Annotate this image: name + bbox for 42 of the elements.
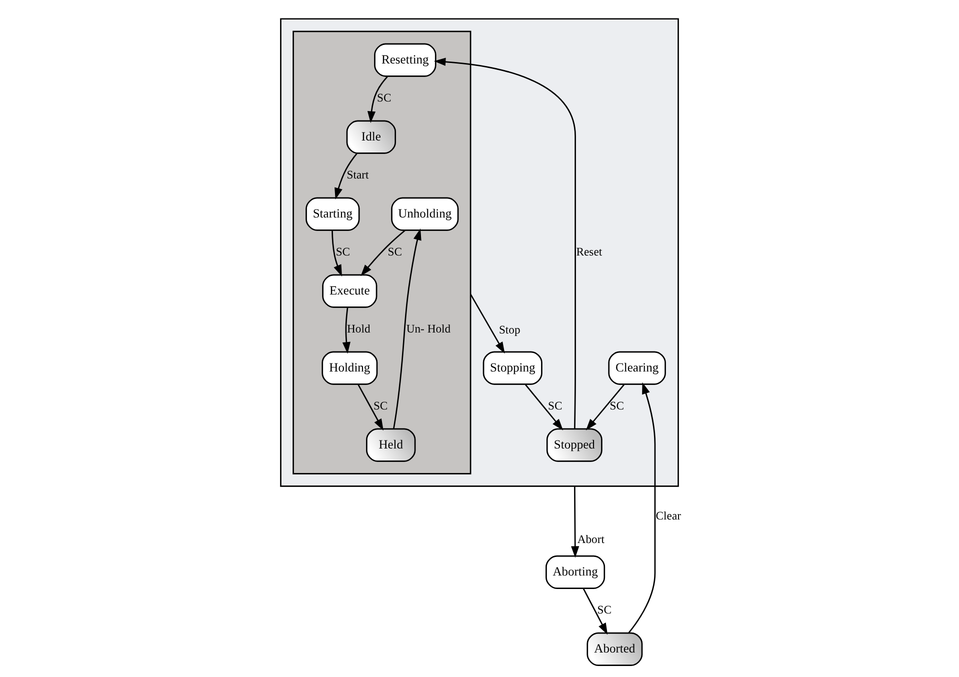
node-box: Holding <box>322 351 378 385</box>
arrow <box>360 230 406 276</box>
cluster <box>292 30 472 474</box>
edge-label: Abort <box>577 532 604 546</box>
edge-label: SC <box>548 400 562 413</box>
node-box: Aborting <box>546 555 606 589</box>
arrow <box>332 230 342 276</box>
edge-label: Clear <box>656 510 681 523</box>
edge-label: Un- Hold <box>406 322 451 336</box>
arrow <box>628 382 656 634</box>
edge-label: SC <box>597 604 612 617</box>
edge-label: Stop <box>498 323 520 336</box>
arrow <box>524 384 564 430</box>
edge-label: Reset <box>576 246 602 259</box>
edge-label: Hold <box>347 322 370 336</box>
node-box: Starting <box>306 197 360 231</box>
arrow <box>358 384 384 431</box>
arrow <box>434 58 576 429</box>
edge-label: SC <box>373 400 388 413</box>
edge-label: SC <box>388 246 402 259</box>
arrow <box>334 152 358 200</box>
node-box: Execute <box>322 274 378 308</box>
arrow <box>470 294 505 354</box>
cluster <box>280 18 679 487</box>
edge-label: SC <box>610 400 624 413</box>
node-box: Stopped <box>546 428 602 462</box>
node-box: Idle <box>346 120 396 154</box>
node-box: Aborted <box>586 632 643 666</box>
arrow <box>367 76 388 123</box>
node-box: Unholding <box>391 197 459 231</box>
node-box: Clearing <box>608 351 666 385</box>
edge-label: SC <box>377 92 392 105</box>
arrow <box>586 384 625 430</box>
arrow <box>582 588 608 635</box>
edge-label: SC <box>336 246 350 259</box>
node-box: Stopping <box>482 351 542 385</box>
node-box: Resetting <box>374 43 436 77</box>
arrow <box>342 307 350 354</box>
node-box: Held <box>366 428 416 462</box>
arrow <box>571 486 580 558</box>
arrow <box>392 228 422 429</box>
edge-label: Start <box>346 168 369 182</box>
